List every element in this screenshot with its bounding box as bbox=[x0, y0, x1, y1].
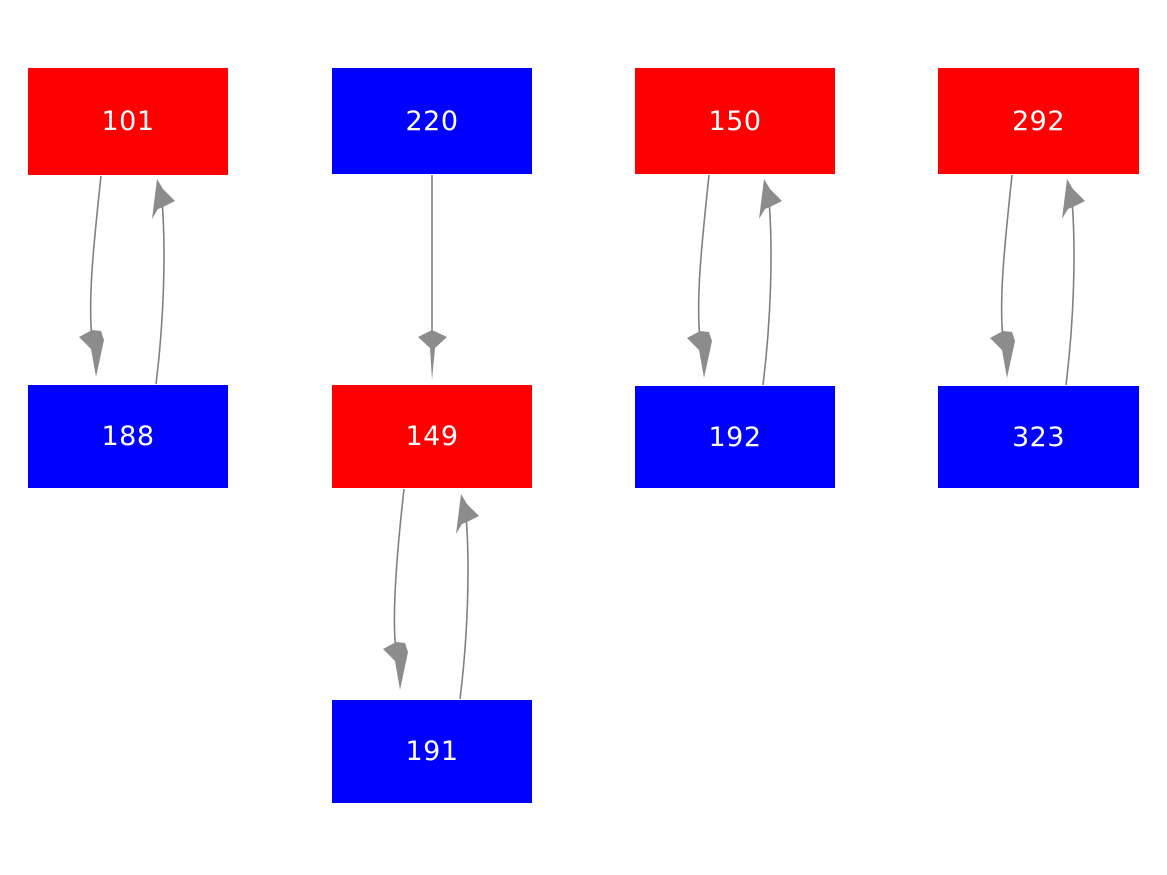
edge-101-to-188 bbox=[79, 175, 104, 377]
graph-node-101[interactable]: 101 bbox=[28, 68, 228, 175]
edge-188-to-101 bbox=[152, 179, 175, 385]
edge-150-to-192 bbox=[687, 174, 712, 378]
graph-node-323[interactable]: 323 bbox=[938, 386, 1139, 488]
edge-149-to-191 bbox=[383, 488, 408, 690]
edge-192-to-150 bbox=[759, 179, 782, 386]
graph-node-220[interactable]: 220 bbox=[332, 68, 532, 174]
graph-node-292[interactable]: 292 bbox=[938, 68, 1139, 174]
graph-node-188[interactable]: 188 bbox=[28, 385, 228, 488]
graph-node-192[interactable]: 192 bbox=[635, 386, 835, 488]
edge-220-to-149 bbox=[418, 175, 447, 380]
graph-node-191[interactable]: 191 bbox=[332, 700, 532, 803]
graph-node-150[interactable]: 150 bbox=[635, 68, 835, 174]
edge-292-to-323 bbox=[990, 174, 1015, 378]
edge-323-to-292 bbox=[1062, 179, 1085, 386]
graph-node-149[interactable]: 149 bbox=[332, 385, 532, 488]
edge-191-to-149 bbox=[456, 494, 479, 700]
